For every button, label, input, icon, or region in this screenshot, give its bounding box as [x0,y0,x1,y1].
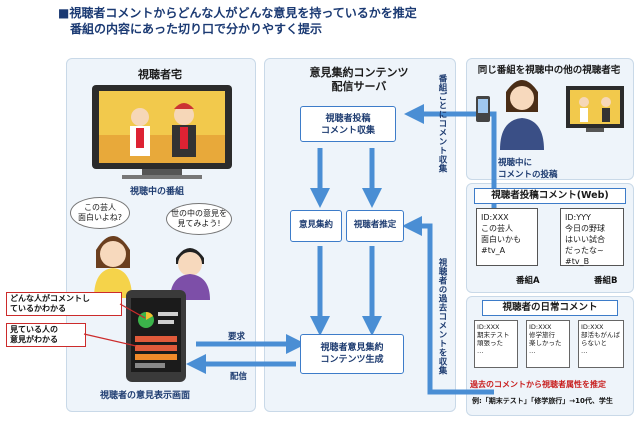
daily-comment-2: ID:XXX 修学旅行 楽しかった … [526,320,570,368]
arrow-label-collect-past: 視聴者の過去コメントを収集 [437,258,447,375]
estimate-example-text: 例:「期末テスト」「修学旅行」→10代、学生 [472,397,613,405]
left-panel-title: 視聴者宅 [138,68,182,81]
tv-caption: 視聴中の番組 [130,187,185,197]
program-a-label: 番組A [516,276,540,286]
right-top-title: 同じ番組を視聴中の他の視聴者宅 [477,65,621,76]
box-estimate-viewers: 視聴者推定 [346,210,404,242]
arrow-label-post-while-watching: 視聴中に コメントの投稿 [498,158,558,180]
estimate-attributes-text: 過去のコメントから視聴者属性を推定 [470,380,606,389]
arrow-label-request: 要求 [228,332,246,342]
right-bottom-title: 視聴者の日常コメント [482,300,618,316]
speech-bubble-2: 世の中の意見を 見てみよう! [166,203,232,235]
arrow-label-deliver: 配信 [230,372,248,382]
header-line-2: 番組の内容にあった切り口で分かりやすく提示 [70,22,323,36]
screen-caption: 視聴者の意見表示画面 [100,391,191,401]
other-viewer-icon [476,78,626,150]
box-aggregate-opinions: 意見集約 [290,210,342,242]
arrow-label-collect-by-program: 番組ごとにコメント収集 [437,74,447,173]
header-line-1: ■視聴者コメントからどんな人がどんな意見を持っているかを推定 [58,6,417,20]
program-b-label: 番組B [594,276,618,286]
comment-card-a: ID:XXX この芸人 面白いかも #tv_A [476,208,538,266]
box-generate-content: 視聴者意見集約 コンテンツ生成 [300,334,404,374]
daily-comment-3: ID:XXX 部活もがんば らないと … [578,320,624,368]
note-who-comments: どんな人がコメントし ているかわかる [6,292,122,316]
box-collect-comments: 視聴者投稿 コメント収集 [300,106,396,142]
server-title-line-1: 意見集約コンテンツ [309,66,409,79]
server-title-line-2: 配信サーバ [331,80,387,93]
daily-comment-1: ID:XXX 期末テスト 頑張った … [474,320,518,368]
note-viewer-opinions: 見ている人の 意見がわかる [6,323,86,347]
comment-card-b: ID:YYY 今日の野球 はいい試合 だったな~ #tv_B [560,208,624,266]
speech-bubble-1: この芸人 面白いよね? [70,197,130,229]
right-mid-title: 視聴者投稿コメント(Web) [474,188,626,204]
tv-icon [92,85,232,181]
viewer-girl-icon [90,228,136,298]
